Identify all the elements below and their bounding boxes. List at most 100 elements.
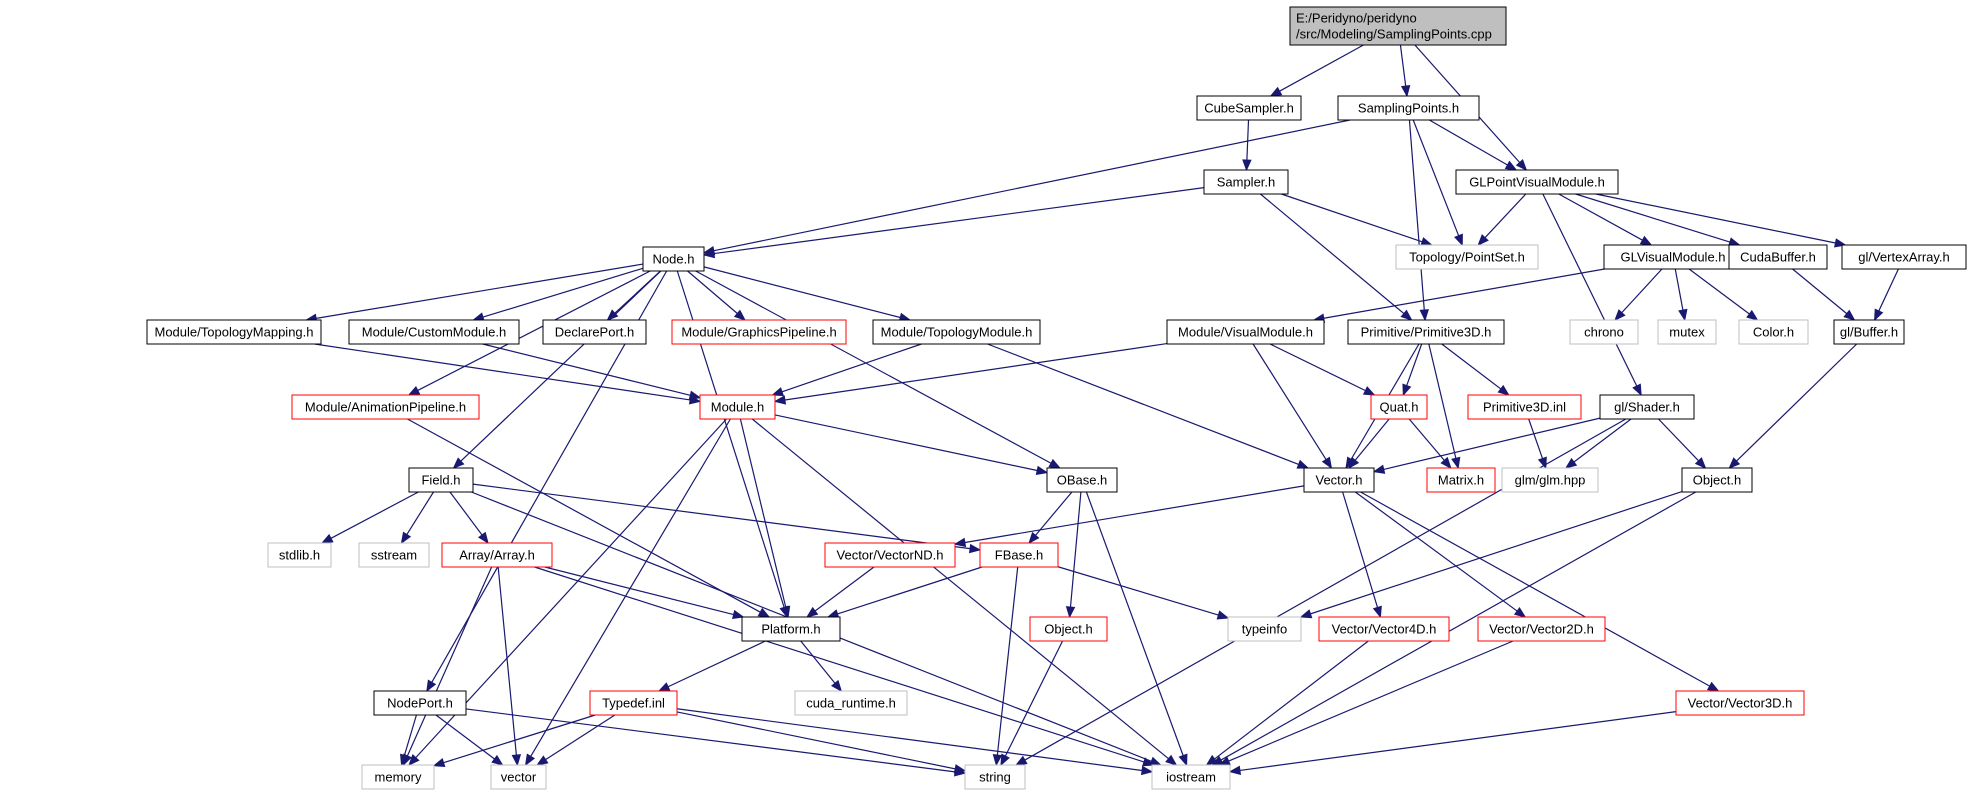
node-samplingpoints-h[interactable]: SamplingPoints.h <box>1337 95 1480 121</box>
edge-arrowhead <box>407 385 421 396</box>
node-vector-vector4d-h[interactable]: Vector/Vector4D.h <box>1318 616 1450 642</box>
edge-custommodule-to-module <box>482 343 702 400</box>
node-sstream: sstream <box>358 542 430 568</box>
edge-arrowhead <box>953 537 967 548</box>
node-label: Module.h <box>711 400 764 415</box>
edge-line <box>1323 268 1605 319</box>
edge-topomodule-to-module <box>771 343 922 397</box>
node-box <box>1166 319 1325 345</box>
edge-glshader-to-objecth <box>1658 418 1707 469</box>
edge-arrowhead <box>1142 757 1155 767</box>
node-fbase-h[interactable]: FBase.h <box>979 542 1059 568</box>
edge-line <box>1408 119 1425 311</box>
node-object-h[interactable]: Object.h <box>1681 467 1753 493</box>
node-primitive3d-inl[interactable]: Primitive3D.inl <box>1467 394 1582 420</box>
edge-root-to-samplingpoints <box>1399 44 1411 98</box>
node-platform-h[interactable]: Platform.h <box>741 616 841 642</box>
edge-line <box>544 566 734 616</box>
node-typedef-inl[interactable]: Typedef.inl <box>589 690 678 716</box>
node-vector-vectornd-h[interactable]: Vector/VectorND.h <box>824 542 956 568</box>
edge-arrowhead <box>771 387 785 397</box>
node-node-h[interactable]: Node.h <box>642 246 705 272</box>
node-box <box>1467 394 1582 420</box>
node-label: Color.h <box>1753 325 1794 340</box>
node-label: Topology/PointSet.h <box>1409 250 1525 265</box>
node-vector-vector3d-h[interactable]: Vector/Vector3D.h <box>1675 690 1805 716</box>
node-e-peridyno-peridyno-src-modeling-samplingpoints-cpp[interactable]: E:/Peridyno/peridyno/src/Modeling/Sampli… <box>1289 6 1507 46</box>
edge-arrowhead <box>1321 456 1333 470</box>
edge-line <box>1792 268 1848 315</box>
node-box <box>1347 319 1505 345</box>
edge-arrowhead <box>1504 160 1518 171</box>
edge-arrowhead <box>657 682 671 692</box>
node-object-h[interactable]: Object.h <box>1029 616 1108 642</box>
node-module-topologymodule-h[interactable]: Module/TopologyModule.h <box>872 319 1041 345</box>
node-quat-h[interactable]: Quat.h <box>1370 394 1428 420</box>
node-vector-h[interactable]: Vector.h <box>1303 467 1375 493</box>
node-box <box>348 319 520 345</box>
node-box <box>267 542 332 568</box>
edge-line <box>482 343 691 396</box>
edge-animpipe-to-platform <box>407 418 771 618</box>
node-module-visualmodule-h[interactable]: Module/VisualModule.h <box>1166 319 1325 345</box>
edge-node-to-custommodule <box>472 267 644 322</box>
edge-arrowhead <box>1419 309 1429 322</box>
node-box <box>1657 319 1717 345</box>
edge-arrowhead <box>688 390 702 400</box>
node-gl-buffer-h[interactable]: gl/Buffer.h <box>1833 319 1905 345</box>
node-cudabuffer-h[interactable]: CudaBuffer.h <box>1728 244 1828 270</box>
edge-vectornd-to-platform <box>805 566 875 618</box>
node-label: GLPointVisualModule.h <box>1469 175 1605 190</box>
edge-line <box>1484 193 1527 239</box>
node-module-topologymapping-h[interactable]: Module/TopologyMapping.h <box>146 319 322 345</box>
edge-line <box>1220 491 1697 761</box>
node-label: gl/VertexArray.h <box>1858 250 1950 265</box>
node-glpointvisualmodule-h[interactable]: GLPointVisualModule.h <box>1455 169 1619 195</box>
edge-visualmodule-to-vector <box>1252 343 1333 470</box>
node-label: CudaBuffer.h <box>1740 250 1816 265</box>
node-declareport-h[interactable]: DeclarePort.h <box>542 319 647 345</box>
edge-field-to-stdlib <box>320 491 419 544</box>
edge-arrowhead <box>781 605 791 619</box>
node-module-h[interactable]: Module.h <box>699 394 776 420</box>
edge-arrowhead <box>1400 309 1413 321</box>
node-module-animationpipeline-h[interactable]: Module/AnimationPipeline.h <box>291 394 480 420</box>
edge-line <box>1354 491 1518 612</box>
node-primitive-primitive3d-h[interactable]: Primitive/Primitive3D.h <box>1347 319 1505 345</box>
node-obase-h[interactable]: OBase.h <box>1046 467 1118 493</box>
node-module-graphicspipeline-h[interactable]: Module/GraphicsPipeline.h <box>671 319 847 345</box>
edge-line <box>784 342 1168 401</box>
node-matrix-h[interactable]: Matrix.h <box>1426 467 1496 493</box>
node-module-custommodule-h[interactable]: Module/CustomModule.h <box>348 319 520 345</box>
edge-line <box>1621 268 1663 314</box>
node-glvisualmodule-h[interactable]: GLVisualModule.h <box>1603 244 1743 270</box>
edge-arrowhead <box>1400 84 1411 98</box>
node-gl-shader-h[interactable]: gl/Shader.h <box>1599 394 1695 420</box>
edge-arrowhead <box>524 753 536 767</box>
edge-glvisual-to-mutex <box>1674 268 1688 322</box>
edge-vector3d-to-iostream <box>1228 711 1677 776</box>
node-nodeport-h[interactable]: NodePort.h <box>373 690 467 716</box>
node-vector-vector2d-h[interactable]: Vector/Vector2D.h <box>1477 616 1606 642</box>
node-box <box>408 467 474 493</box>
node-field-h[interactable]: Field.h <box>408 467 474 493</box>
edge-line <box>443 714 596 764</box>
edge-arrowhead <box>1402 383 1412 397</box>
edge-line <box>1004 640 1064 757</box>
edge-arrowhead <box>1216 610 1230 620</box>
node-label: SamplingPoints.h <box>1358 101 1459 116</box>
node-cubesampler-h[interactable]: CubeSampler.h <box>1196 95 1302 121</box>
edge-line <box>417 270 651 391</box>
node-mutex: mutex <box>1657 319 1717 345</box>
edge-line <box>403 714 418 756</box>
edge-samplingpoints-to-pointset <box>1412 119 1463 247</box>
node-sampler-h[interactable]: Sampler.h <box>1203 169 1289 195</box>
edge-sampler-to-node <box>702 187 1205 259</box>
node-array-array-h[interactable]: Array/Array.h <box>441 542 553 568</box>
node-box <box>964 764 1026 790</box>
edge-arrowhead <box>1178 753 1188 767</box>
edge-nodeport-to-memory <box>400 714 418 767</box>
node-label: E:/Peridyno/peridyno <box>1296 11 1417 26</box>
node-gl-vertexarray-h[interactable]: gl/VertexArray.h <box>1841 244 1967 270</box>
edge-vertexarray-to-glbuffer <box>1874 268 1899 322</box>
